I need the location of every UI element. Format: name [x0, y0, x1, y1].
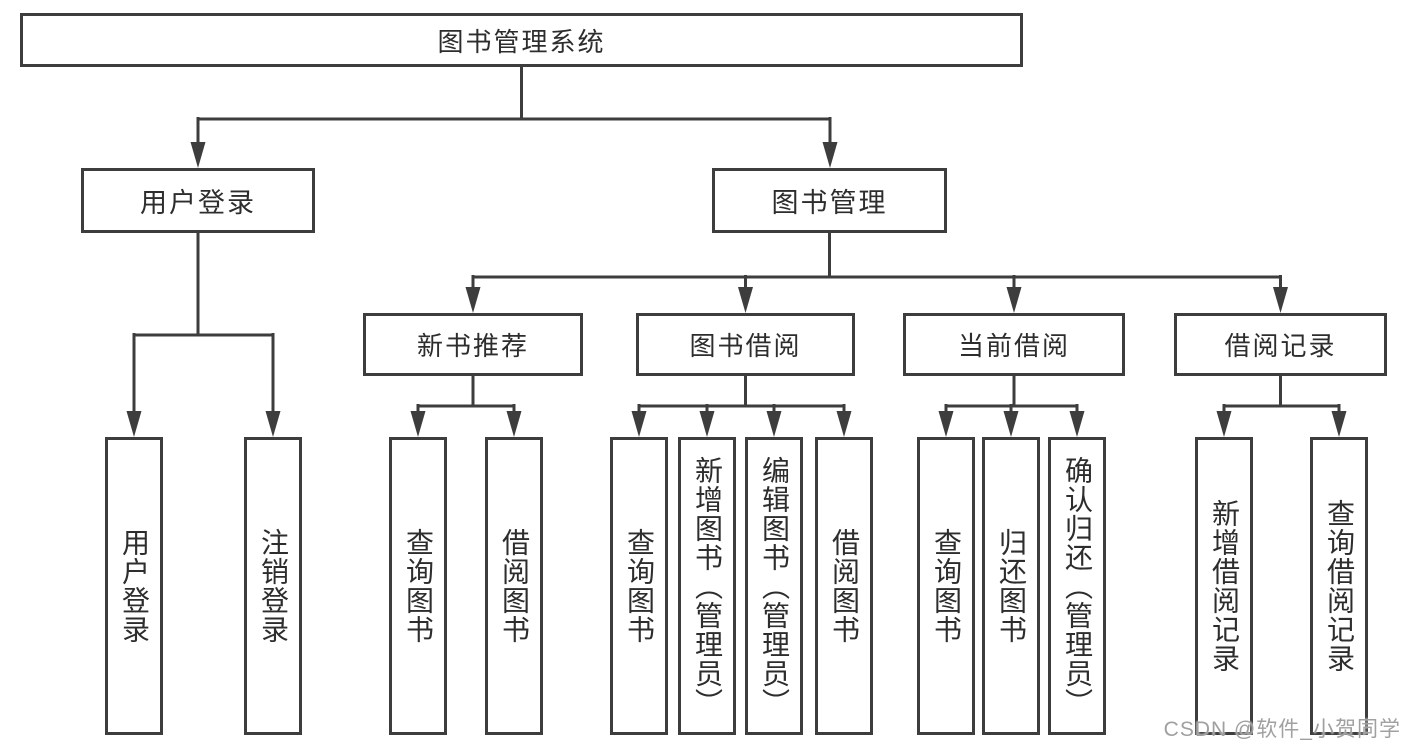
connector-book-management-children — [471, 232, 1282, 291]
arrowhead-confirm-return — [1069, 411, 1085, 437]
node-book-management: 图书管理 — [712, 168, 947, 233]
connector-borrow-records-children — [1222, 375, 1341, 415]
arrowhead-new-book-rec — [465, 287, 481, 313]
arrowhead-current-query-book — [938, 411, 954, 437]
arrowhead-edit-book — [766, 411, 782, 437]
arrowhead-book-management — [822, 142, 838, 168]
node-current-borrowing: 当前借阅 — [903, 313, 1125, 376]
arrowhead-rec-borrow-book — [506, 411, 522, 437]
connector-current-borrow-children — [944, 375, 1079, 415]
node-leaf-confirm-return-admin: 确认归还（管理员） — [1048, 437, 1106, 735]
arrowhead-query-borrow-record — [1331, 411, 1347, 437]
node-leaf-edit-book-admin: 编辑图书（管理员） — [745, 437, 803, 735]
node-new-book-recommendation: 新书推荐 — [363, 313, 583, 376]
node-leaf-user-login: 用户登录 — [105, 437, 163, 735]
arrowhead-user-login — [190, 142, 206, 168]
node-leaf-borrow-book: 借阅图书 — [815, 437, 873, 735]
arrowhead-add-book — [699, 411, 715, 437]
node-leaf-current-query-book: 查询图书 — [917, 437, 975, 735]
arrowhead-borrow-records — [1273, 287, 1288, 313]
node-user-login: 用户登录 — [81, 168, 315, 233]
node-leaf-add-book-admin: 新增图书（管理员） — [678, 437, 736, 735]
arrowhead-borrow-query-book — [631, 411, 647, 437]
arrowhead-leaf-user-login — [126, 411, 142, 437]
arrowhead-return-book — [1003, 411, 1019, 437]
node-leaf-rec-borrow-book: 借阅图书 — [485, 437, 543, 735]
arrowhead-current-borrow — [1006, 287, 1022, 313]
arrowhead-leaf-logout — [265, 411, 281, 437]
node-leaf-add-borrow-record: 新增借阅记录 — [1195, 437, 1253, 735]
connector-new-book-rec-children — [416, 375, 516, 415]
node-leaf-logout: 注销登录 — [244, 437, 302, 735]
arrowhead-borrow-book — [836, 411, 852, 437]
connector-root-to-level2 — [196, 66, 832, 146]
node-leaf-return-book: 归还图书 — [982, 437, 1040, 735]
node-leaf-query-borrow-record: 查询借阅记录 — [1310, 437, 1368, 735]
node-book-borrowing: 图书借阅 — [636, 313, 855, 376]
node-leaf-borrow-query-book: 查询图书 — [610, 437, 668, 735]
connector-book-borrow-children — [637, 375, 846, 415]
arrowhead-add-borrow-record — [1216, 411, 1232, 437]
node-leaf-rec-query-book: 查询图书 — [389, 437, 447, 735]
arrowhead-rec-query-book — [410, 411, 426, 437]
node-library-management-system: 图书管理系统 — [20, 13, 1023, 67]
arrowhead-book-borrow — [738, 287, 753, 313]
connector-user-login-children — [132, 232, 275, 415]
node-borrowing-records: 借阅记录 — [1174, 313, 1387, 376]
csdn-watermark: CSDN @软件_小贺同学 — [1163, 718, 1401, 741]
